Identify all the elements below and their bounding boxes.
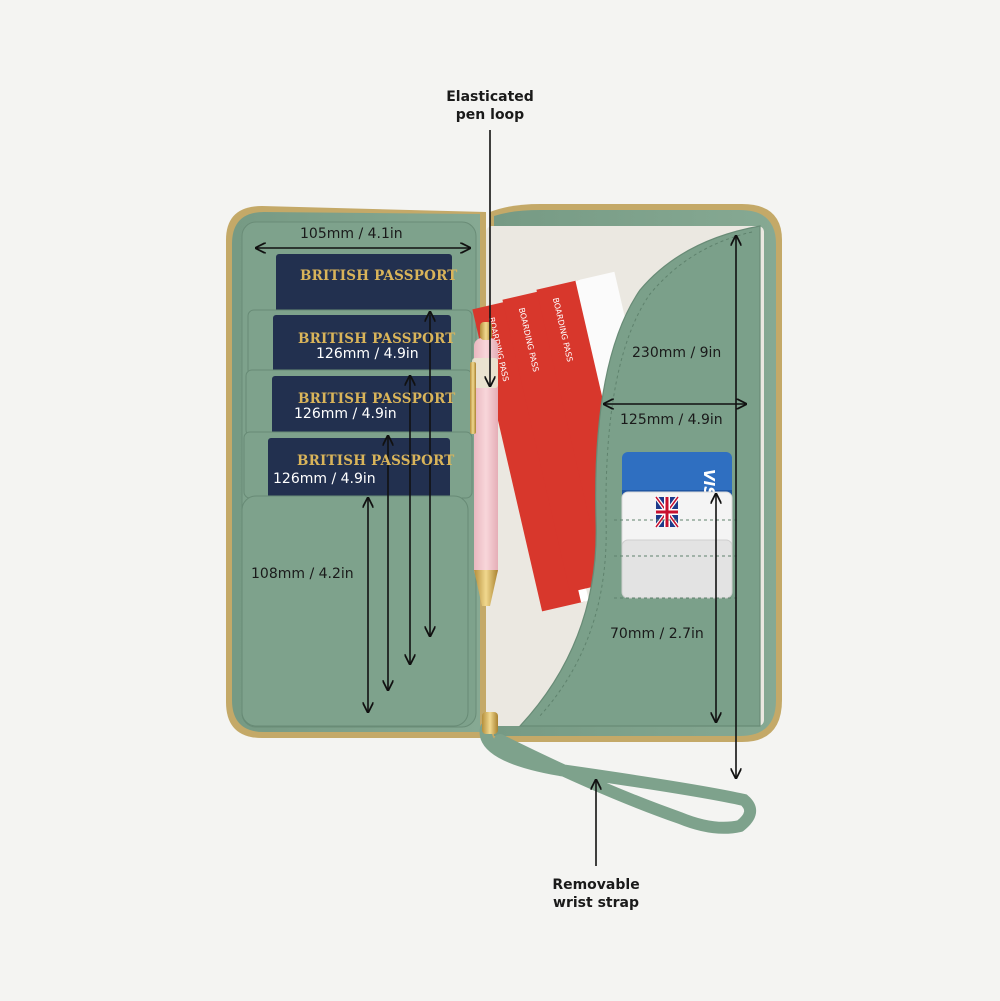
pen-loop-line-1: Elasticated <box>446 89 534 105</box>
boarding-passes: BOARDING PASS BOARDING PASS BOARDING PAS… <box>472 271 680 612</box>
wrist-strap-line-2: wrist strap <box>553 895 639 911</box>
card-slots: VISA <box>614 452 740 599</box>
front-pocket-height-label: 108mm / 4.2in <box>251 566 354 582</box>
passport-height-label: 126mm / 4.9in <box>294 406 397 422</box>
left-width-label: 105mm / 4.1in <box>300 226 403 242</box>
passport-height-label: 126mm / 4.9in <box>316 346 419 362</box>
wrist-strap-callout: Removable wrist strap <box>552 876 639 912</box>
right-width-label: 125mm / 4.9in <box>620 412 723 428</box>
passport-title: BRITISH PASSPORT <box>298 331 456 347</box>
wrist-strap-line-1: Removable <box>552 877 640 893</box>
uk-flag-icon <box>654 495 680 529</box>
passport-title: BRITISH PASSPORT <box>297 453 455 469</box>
right-height-label: 230mm / 9in <box>632 345 722 361</box>
passport-title: BRITISH PASSPORT <box>298 391 456 407</box>
card-slot-height-label: 70mm / 2.7in <box>610 626 704 642</box>
wrist-strap <box>479 722 756 834</box>
pen <box>470 322 498 606</box>
dimension-lines <box>256 130 746 866</box>
pen-loop-callout: Elasticated pen loop <box>446 88 534 124</box>
strap-clip <box>482 712 498 734</box>
front-pocket <box>241 495 469 727</box>
passport-height-label: 126mm / 4.9in <box>273 471 376 487</box>
pen-loop-line-2: pen loop <box>455 107 525 123</box>
passport-title: BRITISH PASSPORT <box>300 268 458 284</box>
